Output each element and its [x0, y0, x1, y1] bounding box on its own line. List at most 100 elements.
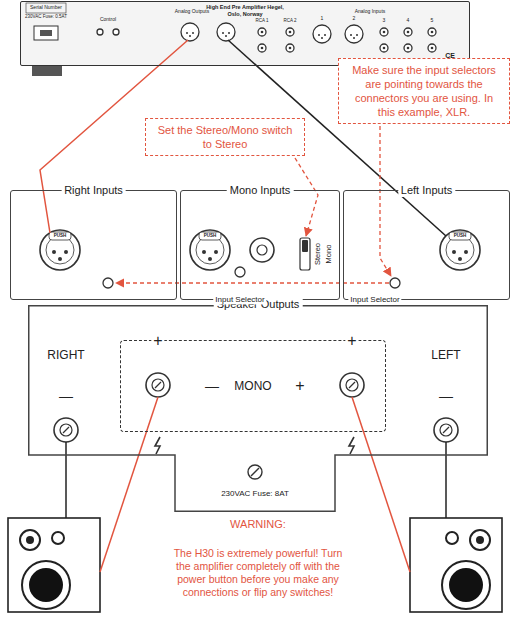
binding-post-inner — [60, 424, 72, 436]
woofer-cone — [29, 568, 63, 602]
speaker-wire-negative — [65, 442, 67, 518]
rca-pin — [261, 31, 264, 34]
channel-label: LEFT — [431, 349, 460, 363]
binding-post-inner — [440, 424, 452, 436]
rca-jack-small — [428, 28, 436, 36]
xlr-pin — [228, 32, 230, 34]
binding-post-hole — [155, 382, 161, 388]
panel-outline — [28, 305, 488, 512]
tweeter-dome — [476, 536, 484, 544]
fuse-rating: 230VAC Fuse: 0.5AT — [25, 14, 67, 19]
switch-position: Stereo — [314, 243, 323, 265]
xlr-pin — [356, 34, 358, 36]
rca-jack-small — [258, 28, 266, 36]
xlr-pin — [458, 257, 462, 261]
xlr-jack-small — [181, 23, 199, 41]
tweeter-dome — [26, 536, 34, 544]
stereo-mono-switch — [300, 238, 310, 270]
warning-text: The H30 is extremely powerful! Turn the … — [168, 547, 348, 599]
binding-post-hole — [443, 427, 449, 433]
xlr-pin — [186, 32, 188, 34]
port-label: Control — [100, 17, 116, 23]
rca-jack-small — [258, 44, 266, 52]
polarity-sign: + — [345, 332, 358, 350]
rca-jack-small — [404, 44, 412, 52]
input-panel: Right Inputs — [10, 190, 177, 300]
xlr-jack-small — [345, 25, 363, 43]
serial-plate — [26, 3, 66, 13]
speaker-cabinet — [8, 518, 100, 612]
speaker-output-panel: Speaker OutputsMONO — [28, 305, 488, 512]
input-panel: Left Inputs — [343, 190, 510, 300]
rca-pin — [289, 47, 292, 50]
input-number: 5 — [431, 18, 434, 24]
polarity-sign: — — [439, 388, 453, 404]
xlr-jack — [40, 230, 80, 270]
binding-post — [434, 418, 458, 442]
binding-post-inner — [152, 379, 164, 391]
xlr-pin — [350, 34, 352, 36]
xlr-pin — [353, 37, 355, 39]
binding-post — [340, 373, 364, 397]
binding-post-hole — [349, 382, 355, 388]
input-number: 3 — [383, 18, 386, 24]
xlr-push-tab — [49, 232, 71, 240]
binding-post — [146, 373, 170, 397]
speaker-wire-positive — [352, 397, 410, 572]
xlr-jack — [190, 230, 230, 270]
panel-outline-path — [29, 306, 488, 512]
panel-title: Left Inputs — [398, 183, 455, 197]
selector-label: Input Selector — [213, 295, 266, 304]
speaker-tweeter — [470, 530, 490, 550]
rca-jack-small — [286, 44, 294, 52]
binding-post — [54, 418, 78, 442]
fuse-rating: 230VAC Fuse: 8AT — [221, 489, 289, 498]
channel-label: RIGHT — [47, 349, 84, 363]
xlr-pin — [52, 250, 56, 254]
xlr-pin — [64, 250, 68, 254]
binding-post-hole — [63, 427, 69, 433]
speaker-woofer — [22, 561, 70, 609]
rca-pin — [431, 31, 434, 34]
control-jack — [97, 29, 103, 35]
xlr-pin — [321, 37, 323, 39]
xlr-pin — [452, 250, 456, 254]
rca-pin — [407, 47, 410, 50]
power-inlet-pins — [40, 30, 52, 36]
panel-title: Right Inputs — [61, 183, 126, 197]
xlr-push-tab — [449, 232, 471, 240]
rca-jack-small — [380, 44, 388, 52]
input-number: 2 — [353, 16, 356, 22]
section-label: Analog Inputs — [355, 9, 386, 15]
danger-bolt — [349, 437, 354, 454]
preamp-rear-panel: High End Pre Amplifier Hegel, Oslo, Norw… — [20, 1, 470, 66]
speaker-woofer — [442, 561, 490, 609]
rca-pin — [431, 47, 434, 50]
input-selector — [103, 278, 113, 288]
xlr-pin — [222, 32, 224, 34]
rca-pin — [289, 31, 292, 34]
input-number: 4 — [407, 18, 410, 24]
selector-leader — [116, 282, 389, 283]
xlr-pin — [208, 257, 212, 261]
control-jack — [113, 29, 119, 35]
rca-jack-small — [286, 28, 294, 36]
preamp-foot — [32, 66, 62, 76]
warning-heading: WARNING: — [230, 518, 286, 531]
xlr-pin — [225, 35, 227, 37]
callout-box: Make sure the input selectors are pointi… — [338, 58, 510, 124]
speaker-wire-positive — [100, 397, 158, 572]
xlr-pin — [202, 250, 206, 254]
input-selector — [235, 267, 245, 277]
xlr-pin — [192, 32, 194, 34]
speaker-port — [446, 532, 458, 544]
port-label: RCA 2 — [283, 18, 296, 23]
danger-bolt — [155, 437, 160, 454]
rca-pin — [407, 31, 410, 34]
switch-lever — [302, 240, 308, 252]
selector-label: Input Selector — [348, 295, 401, 304]
rca-jack-inner — [257, 245, 267, 255]
polarity-sign: + — [295, 377, 304, 395]
callout-leader — [295, 158, 318, 236]
